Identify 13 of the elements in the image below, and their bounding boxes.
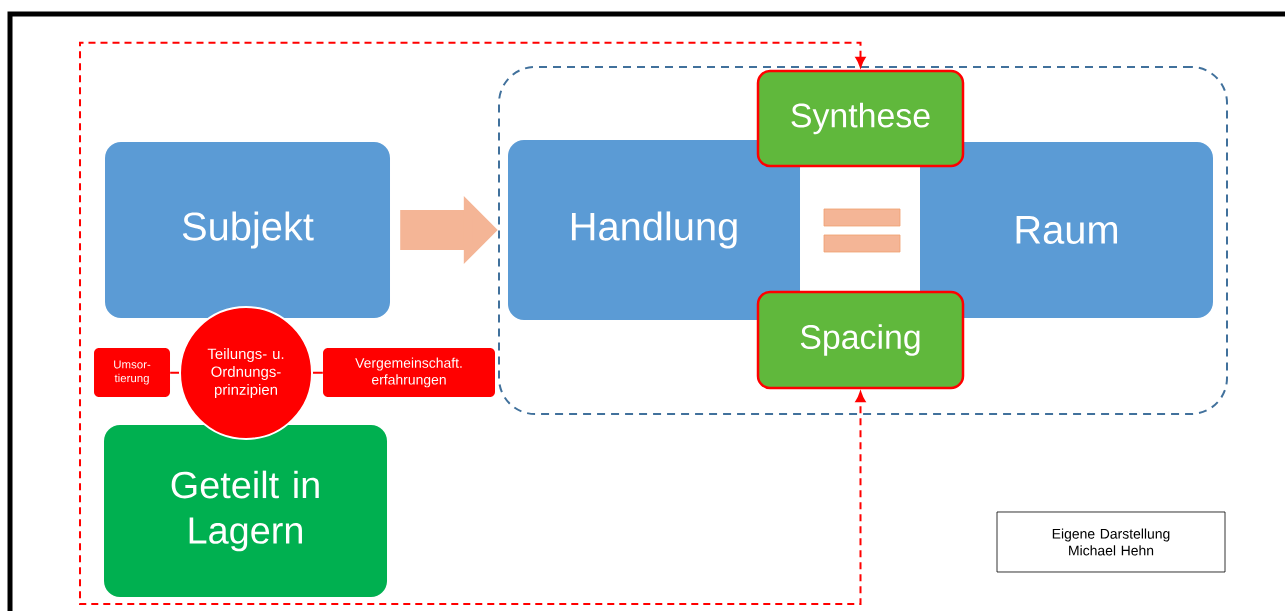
result-box: Geteilt in Lagern (104, 425, 387, 597)
process-box: Raum (920, 142, 1213, 318)
tag-box: Vergemeinschaft. erfahrungen (323, 348, 495, 397)
tag-box: Umsor- tierung (94, 348, 170, 397)
hatched-box: Spacing (756, 290, 965, 390)
note-box: Eigene Darstellung Michael Hehn (996, 511, 1226, 573)
connector-line (169, 371, 180, 374)
process-box: Handlung (508, 140, 800, 320)
hatched-box: Synthese (756, 69, 965, 168)
arrow (79, 41, 866, 605)
group-frame (498, 66, 1228, 415)
process-box: Subjekt (105, 142, 390, 318)
connector-line (312, 371, 324, 374)
